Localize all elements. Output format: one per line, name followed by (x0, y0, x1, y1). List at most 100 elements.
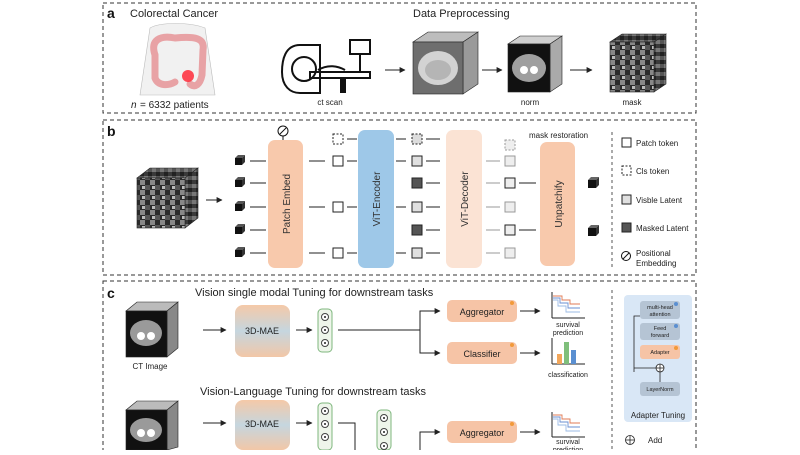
snow-icon-1 (674, 302, 678, 306)
ct-volume-raw (412, 31, 479, 95)
legend-positional-2: Embedding (636, 259, 676, 268)
panel-a-frame (102, 2, 697, 114)
embed-out-lines (309, 160, 325, 254)
ct-image-volume-2 (125, 400, 179, 451)
decoder-in-tokens (411, 133, 423, 259)
fire-icon-4 (674, 346, 678, 350)
classifier-label: Classifier (463, 349, 500, 359)
adapter-tuning-caption: Adapter Tuning (631, 411, 685, 420)
ct-scanner-icon (280, 39, 371, 94)
aggregator-block-1 (447, 300, 517, 322)
ct-volume-mask (609, 33, 667, 93)
vit-decoder-label: ViT-Decoder (460, 171, 471, 227)
step-mask: mask (622, 98, 642, 107)
single-modal-title: Vision single modal Tuning for downstrea… (195, 287, 434, 299)
mask-restoration-label: mask restoration (529, 131, 588, 140)
branch-to-classifier (419, 330, 441, 356)
step-norm: norm (521, 98, 540, 107)
survival-label-1: survival (556, 322, 580, 329)
legend-visible-swatch (621, 194, 632, 205)
branch-trunk-2 (338, 422, 356, 450)
layernorm-block (640, 382, 680, 396)
mae-block-2 (235, 400, 290, 450)
branch-to-aggregator-2 (419, 429, 441, 450)
feature-vector-2 (317, 402, 333, 451)
legend-masked-latent: Masked Latent (636, 224, 689, 233)
adapter-label: Adapter (650, 350, 669, 356)
encoder-tokens (332, 133, 344, 259)
vit-decoder-block (446, 130, 482, 268)
decoder-in-lines (426, 138, 440, 254)
fire-icon-3 (510, 422, 514, 426)
decoder-out-lines (486, 160, 500, 254)
positional-embedding-icon (277, 125, 289, 140)
legend-positional-icon (621, 251, 631, 261)
add-legend-label: Add (648, 436, 662, 445)
legend-cls-token: Cls token (636, 167, 669, 176)
aggregator-label-1: Aggregator (460, 307, 505, 317)
n-label: n (131, 100, 137, 111)
ff-label-2: forward (651, 333, 669, 339)
snow-icon-2 (674, 324, 678, 328)
adapter-block (640, 345, 680, 359)
ct-volume-norm (507, 35, 563, 93)
aggregator-label-2: Aggregator (460, 428, 505, 438)
decoder-out-tokens (504, 139, 516, 259)
encoder-out-lines (396, 138, 406, 254)
legend-patch-swatch (621, 137, 632, 148)
branch-to-aggregator (408, 308, 441, 331)
aggregator-block-2 (447, 421, 517, 443)
ff-label-1: Feed (654, 326, 667, 332)
legend-patch-token: Patch token (636, 139, 678, 148)
survival-plot-2 (551, 412, 585, 438)
add-legend-icon (625, 435, 635, 445)
body-colon-illustration (139, 23, 216, 96)
unpatchify-label: Unpatchify (554, 180, 565, 227)
legend-positional-1: Positional (636, 249, 671, 258)
fire-icon-1 (510, 301, 514, 305)
masked-input-volume (136, 167, 199, 229)
ct-image-volume-1 (125, 301, 179, 358)
legend-visible-latent: Visble Latent (636, 196, 683, 205)
panel-b-letter: b (107, 123, 116, 139)
legend-cls-swatch (621, 165, 632, 176)
patch-embed-block (268, 140, 303, 268)
patch-embed-label: Patch Embed (282, 174, 293, 234)
vision-language-title: Vision-Language Tuning for downstream ta… (200, 386, 427, 398)
mha-label-1: multi-head (647, 305, 673, 311)
mha-label-2: attention (649, 312, 670, 318)
residual-line (633, 315, 640, 372)
panel-b-frame (102, 119, 697, 276)
encoder-in-lines (347, 138, 357, 254)
classification-plot (551, 338, 585, 365)
panel-c-frame (102, 280, 697, 455)
classifier-block (447, 342, 517, 364)
classification-label: classification (548, 372, 588, 379)
fire-icon-2 (510, 343, 514, 347)
restored-patch-cubes (588, 177, 599, 236)
survival-plot-1 (551, 292, 585, 319)
unpatchify-in-lines (519, 182, 536, 231)
organ-title: Colorectal Cancer (130, 8, 218, 20)
mae-label-1: 3D-MAE (245, 326, 279, 336)
add-node-icon (655, 363, 665, 373)
legend: Patch token Cls token Visble Latent Mask… (621, 137, 689, 268)
ct-image-label: CT Image (133, 362, 169, 371)
panel-a-letter: a (107, 5, 115, 21)
step-ct-scan: ct scan (317, 98, 342, 107)
layernorm-label: LayerNorm (646, 387, 674, 393)
mae-label-2: 3D-MAE (245, 419, 279, 429)
unpatchify-block (540, 142, 575, 266)
patch-cubes (235, 155, 245, 257)
legend-masked-swatch (621, 222, 632, 233)
mae-block-1 (235, 305, 290, 357)
preprocessing-title: Data Preprocessing (413, 8, 510, 20)
patients-count: = 6332 patients (140, 100, 209, 111)
survival-label-2: survival (556, 439, 580, 446)
ff-block (640, 323, 680, 340)
mha-block (640, 301, 680, 319)
feature-vector-3 (376, 409, 392, 451)
feature-vector-1 (317, 308, 333, 353)
